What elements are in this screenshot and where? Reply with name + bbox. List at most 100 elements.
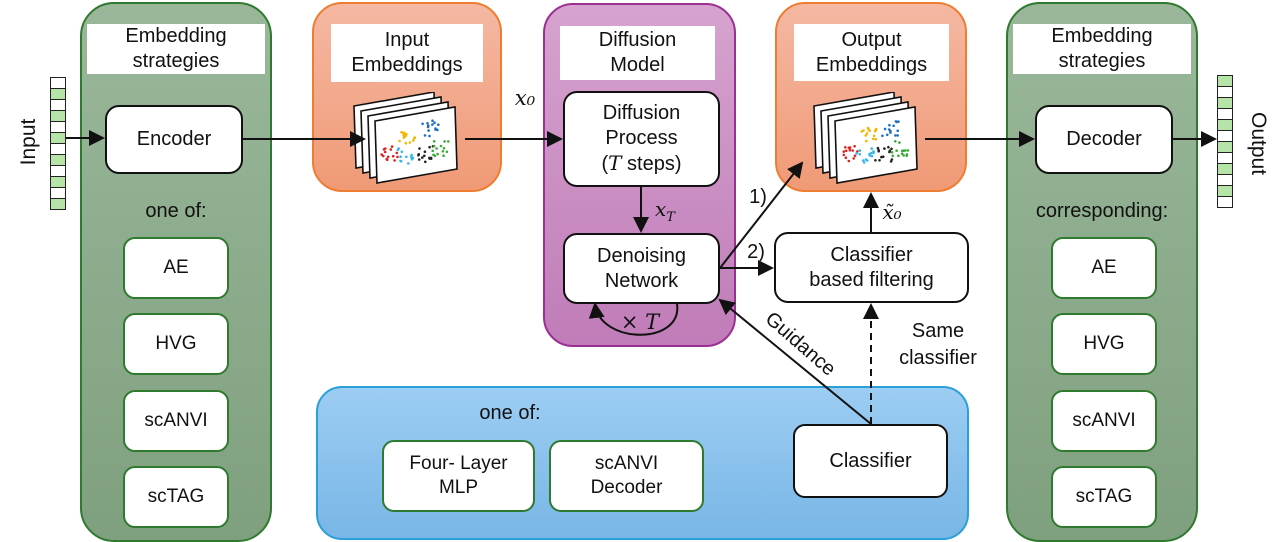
scatter-point — [431, 119, 434, 122]
left-option-sctag[interactable]: scTAG — [123, 466, 229, 528]
vector-cell — [1218, 153, 1232, 164]
scatter-point — [896, 129, 899, 133]
scatter-point — [872, 151, 875, 155]
steps-text: steps) — [621, 153, 682, 175]
scatter-point — [868, 152, 871, 156]
scatter-point — [399, 155, 402, 158]
scatter-point — [842, 150, 846, 153]
right-option-hvg[interactable]: HVG — [1051, 313, 1157, 375]
scatter-point — [883, 147, 886, 150]
scatter-point — [848, 146, 852, 149]
diffusion-process-line1: Diffusion — [602, 102, 681, 124]
scatter-point — [895, 149, 898, 152]
scatter-point — [423, 134, 427, 137]
scatter-point — [447, 140, 450, 143]
left-panel-title-line1: Embedding — [125, 25, 227, 47]
scatter-point — [870, 147, 873, 150]
scatter-point — [894, 134, 897, 137]
xT-label: xT — [655, 197, 675, 225]
scatter-point — [905, 153, 909, 156]
right-option-sctag[interactable]: scTAG — [1051, 466, 1157, 528]
scatter-point — [417, 158, 421, 161]
left-option-ae[interactable]: AE — [123, 237, 229, 299]
scatter-point — [851, 149, 854, 152]
left-option-hvg[interactable]: HVG — [123, 313, 229, 375]
option-label: AE — [1091, 257, 1117, 278]
scatter-point — [408, 141, 412, 144]
output-embeddings-title-line1: Output — [841, 28, 902, 51]
right-panel-title-line1: Embedding — [1051, 25, 1153, 47]
scatter-point — [432, 153, 435, 157]
scatter-point — [386, 155, 390, 159]
scatter-point — [424, 160, 427, 164]
scatter-point — [860, 130, 864, 133]
scatter-point — [437, 123, 440, 126]
option-line1: scANVI — [594, 453, 659, 474]
scatter-point — [390, 145, 394, 148]
scatter-point — [867, 128, 871, 131]
output-embeddings-title-line2: Embeddings — [815, 53, 928, 76]
path1-label: 1) — [749, 186, 767, 208]
scatter-point — [872, 137, 875, 141]
option-line1: Four- Layer — [409, 453, 508, 474]
scatter-point — [410, 158, 414, 161]
scatter-point — [443, 140, 446, 143]
option-label: AE — [163, 257, 189, 278]
classifier-label: Classifier — [829, 449, 912, 472]
scatter-point — [426, 122, 429, 125]
embedding-sheet — [374, 106, 458, 184]
scatter-point — [874, 138, 878, 141]
scatter-point — [892, 124, 895, 128]
scatter-point — [876, 146, 880, 150]
scatter-point — [410, 153, 413, 157]
scatter-point — [844, 146, 847, 149]
scatter-point — [902, 154, 905, 157]
vector-cell — [51, 199, 65, 209]
scatter-point — [393, 159, 396, 162]
right-option-scanvi[interactable]: scANVI — [1051, 390, 1157, 452]
classifier-node[interactable]: Classifier — [793, 424, 948, 498]
scatter-point — [894, 120, 898, 123]
scatter-point — [396, 155, 399, 159]
paren: ( — [601, 153, 609, 175]
classifier-filtering-node[interactable]: Classifier based filtering — [774, 232, 969, 303]
option-four-layer-mlp[interactable]: Four- Layer MLP — [382, 440, 535, 512]
vector-cell — [1218, 109, 1232, 120]
scatter-point — [428, 145, 431, 149]
scatter-point — [421, 122, 424, 126]
scatter-point — [872, 134, 876, 138]
left-panel-title-line2: strategies — [132, 50, 220, 72]
option-label: HVG — [155, 333, 197, 354]
scatter-point — [432, 144, 436, 148]
vector-cell — [1218, 131, 1232, 142]
scatter-point — [856, 150, 859, 153]
scatter-point — [432, 140, 436, 143]
option-scanvi-decoder[interactable]: scANVI Decoder — [549, 440, 704, 512]
denoising-network-node[interactable]: Denoising Network — [563, 233, 720, 304]
scatter-point — [883, 127, 887, 131]
scatter-point — [391, 154, 395, 158]
scatter-point — [423, 154, 426, 158]
classifier-panel-subtitle: one of: — [479, 402, 541, 424]
diffusion-process-line2: Process — [605, 127, 678, 149]
scatter-point — [413, 136, 417, 139]
vector-cell — [51, 144, 65, 155]
scatter-point — [855, 152, 858, 155]
scatter-point — [412, 139, 415, 142]
classifier-line: classifier — [899, 347, 977, 369]
input-embeddings-title: Input Embeddings — [331, 24, 483, 82]
vector-cell — [1218, 175, 1232, 186]
left-option-scanvi[interactable]: scANVI — [123, 390, 229, 452]
decoder-node[interactable]: Decoder — [1035, 105, 1173, 174]
t-variable: T — [608, 151, 622, 175]
scatter-point — [442, 147, 446, 150]
option-label: scTAG — [1075, 486, 1133, 507]
vector-cell — [1218, 120, 1232, 131]
scatter-point — [385, 157, 388, 161]
input-embeddings-title-line2: Embeddings — [351, 54, 463, 76]
right-option-ae[interactable]: AE — [1051, 237, 1157, 299]
encoder-node[interactable]: Encoder — [105, 105, 243, 174]
option-label: scTAG — [147, 486, 205, 507]
diffusion-process-node[interactable]: Diffusion Process (T steps) — [563, 91, 720, 187]
scatter-point — [404, 141, 408, 145]
